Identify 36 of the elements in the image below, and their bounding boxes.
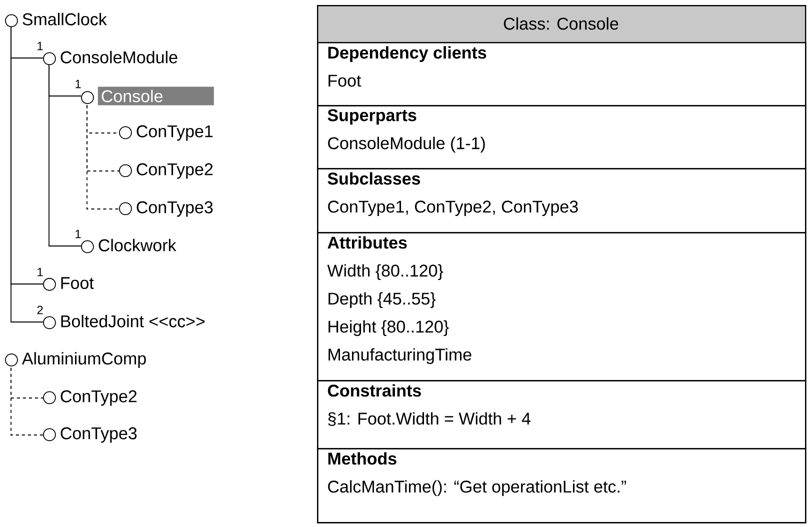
node-label: ConsoleModule [60, 50, 178, 64]
node-label: ConType1 [136, 125, 213, 141]
multiplicity-label: 1 [38, 268, 43, 276]
node-label: BoltedJoint <<cc>> [61, 314, 205, 328]
tree-line [48, 64, 82, 246]
multiplicity-label: 1 [38, 42, 43, 50]
tree-item: ConType3 [119, 201, 213, 217]
tree-item: Clockwork [81, 238, 176, 254]
tree-item: ConType2 [43, 390, 137, 406]
compartment: Constraints §1: Foot.Width = Width + 4 [317, 380, 806, 450]
tree-item: ConType1 [119, 125, 213, 141]
node-label: ConType3 [136, 201, 213, 217]
multiplicity-label: 2 [37, 306, 43, 314]
compartment: Dependency clients Foot [317, 42, 806, 106]
tree-item: Console [81, 86, 214, 106]
tree-item: BoltedJoint <<cc>> [43, 314, 205, 330]
node-label: ConType3 [60, 427, 137, 443]
tree-item: SmallClock [5, 12, 107, 28]
node-label: Foot [61, 277, 94, 290]
compartment: Attributes Width {80..120} Depth {45..55} Height {80..120} ManufacturingTime [317, 232, 806, 382]
node-label: Clockwork [98, 238, 176, 252]
compartment: Subclasses ConType1, ConType2, ConType3 [317, 168, 806, 234]
tree-line [10, 367, 44, 436]
compartment: Superparts ConsoleModule (1-1) [317, 105, 806, 170]
multiplicity-label: 1 [76, 230, 81, 238]
multiplicity-label: 1 [76, 80, 81, 88]
tree-item: ConsoleModule [43, 50, 178, 66]
compartment: Methods CalcManTime(): “Get operationList etc.” [317, 448, 806, 524]
node-label: ConType2 [136, 163, 213, 179]
tree-line [86, 104, 120, 210]
tree-item: AluminiumComp [5, 352, 146, 368]
node-label: SmallClock [22, 12, 107, 26]
tree-item: ConType2 [119, 163, 213, 179]
tree-item: Foot [43, 277, 94, 291]
node-label: ConType2 [60, 390, 137, 406]
tree-item: ConType3 [43, 427, 137, 443]
